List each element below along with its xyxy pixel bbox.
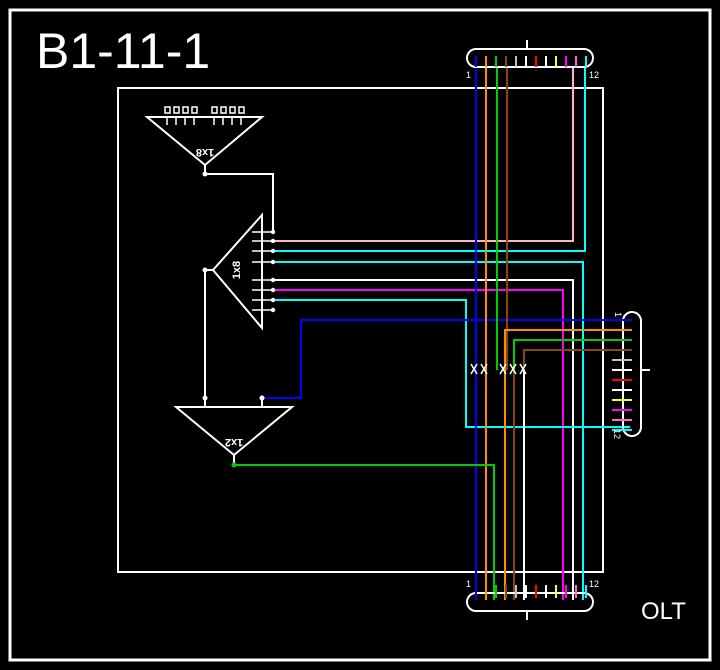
splitter-1x2-label: 1x2 [225, 436, 243, 448]
connector-right-end: 12 [612, 429, 622, 439]
fiber-cyan-route-2 [272, 261, 584, 600]
splitter-1x8-top-label: 1x8 [196, 146, 214, 158]
splitter-1x2: 1x2 [173, 395, 295, 468]
splitter-1x8-top-feed [204, 165, 274, 232]
connector-bottom-start: 1 [466, 579, 471, 589]
fiber-cyan-route-3 [272, 299, 630, 428]
diagram-title: B1-11-1 [36, 23, 210, 79]
fiber-green-route [234, 464, 495, 600]
fiber-routes [234, 66, 630, 600]
splitter-1x8-mid-body [211, 212, 263, 331]
splitter-1x8-top: 1x8 [144, 106, 274, 232]
fiber-cyan-route-1 [272, 66, 586, 252]
splitter-1x2-body [173, 406, 295, 457]
splitter-1x8-top-ports [164, 106, 245, 125]
fiber-pink-route [272, 66, 574, 242]
splitter-1x8-mid-label: 1x8 [231, 261, 243, 279]
olt-label: OLT [641, 598, 686, 625]
fiber-green-route-2 [513, 339, 630, 370]
junction-dot [259, 395, 265, 401]
junction-dot [231, 462, 237, 468]
outer-frame [8, 8, 712, 662]
fiber-brown-route-2 [523, 349, 630, 370]
splitter-1x8-mid-ports [252, 231, 274, 311]
connector-bottom-pins [475, 585, 587, 598]
connector-right-start: 1 [613, 312, 623, 317]
connector-top-body [466, 48, 594, 68]
junction-dot [202, 171, 208, 177]
cut-marker-left [470, 363, 488, 375]
connector-right-body [622, 311, 642, 437]
connector-top-pins [475, 56, 587, 67]
connector-right: 1 12 [612, 311, 650, 439]
connector-bottom-end: 12 [589, 579, 599, 589]
connector-top-start: 1 [466, 70, 471, 80]
connector-bottom-body [466, 592, 594, 612]
splitter-1x8-mid: 1x8 [202, 212, 276, 398]
connector-bottom: 1 12 [466, 579, 599, 620]
cut-marker-right [499, 363, 527, 375]
cut-markers [470, 363, 527, 375]
fiber-white-route [272, 279, 574, 600]
connector-right-pins [612, 319, 632, 431]
connector-top: 1 12 [466, 40, 599, 80]
splitter-1x8-mid-dots [270, 229, 276, 313]
fiber-orange-route [504, 329, 630, 600]
junction-dot [202, 395, 208, 401]
fiber-magenta-route [272, 289, 564, 600]
splitter-1x8-top-body [144, 116, 265, 167]
fiber-blue-route-1 [262, 319, 630, 399]
connector-top-end: 12 [589, 70, 599, 80]
